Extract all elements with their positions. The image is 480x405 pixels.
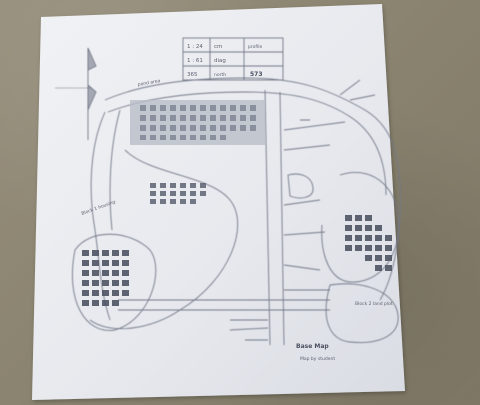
legend-row-2-left: 1 : 61: [187, 58, 203, 64]
legend-row-3-mid: north: [214, 72, 226, 78]
legend-row-2-mid: diag: [214, 58, 226, 64]
right-building-block: [345, 215, 392, 271]
left-building-block: [82, 250, 129, 306]
legend-row-1-left: 1 : 24: [187, 44, 203, 50]
middle-building-block: [150, 183, 206, 204]
legend-box: [182, 37, 284, 81]
right-area-label: Block 2 land plot: [355, 301, 393, 307]
paper-sheet: [32, 4, 405, 400]
top-building-block: [130, 100, 265, 145]
legend-text: 1 : 24 cm profile 1 : 61 diag 365 north …: [187, 44, 263, 78]
top-area-label: pond area: [137, 78, 161, 88]
legend-row-1-right: profile: [248, 44, 262, 50]
footer-title: Base Map: [296, 343, 329, 350]
legend-row-1-mid: cm: [214, 44, 222, 50]
north-arrow-head: [87, 47, 97, 71]
legend-row-3-right: 573: [250, 71, 263, 78]
legend-row-3-left: 365: [187, 72, 198, 78]
footer-subtitle: Map by student: [300, 356, 335, 362]
